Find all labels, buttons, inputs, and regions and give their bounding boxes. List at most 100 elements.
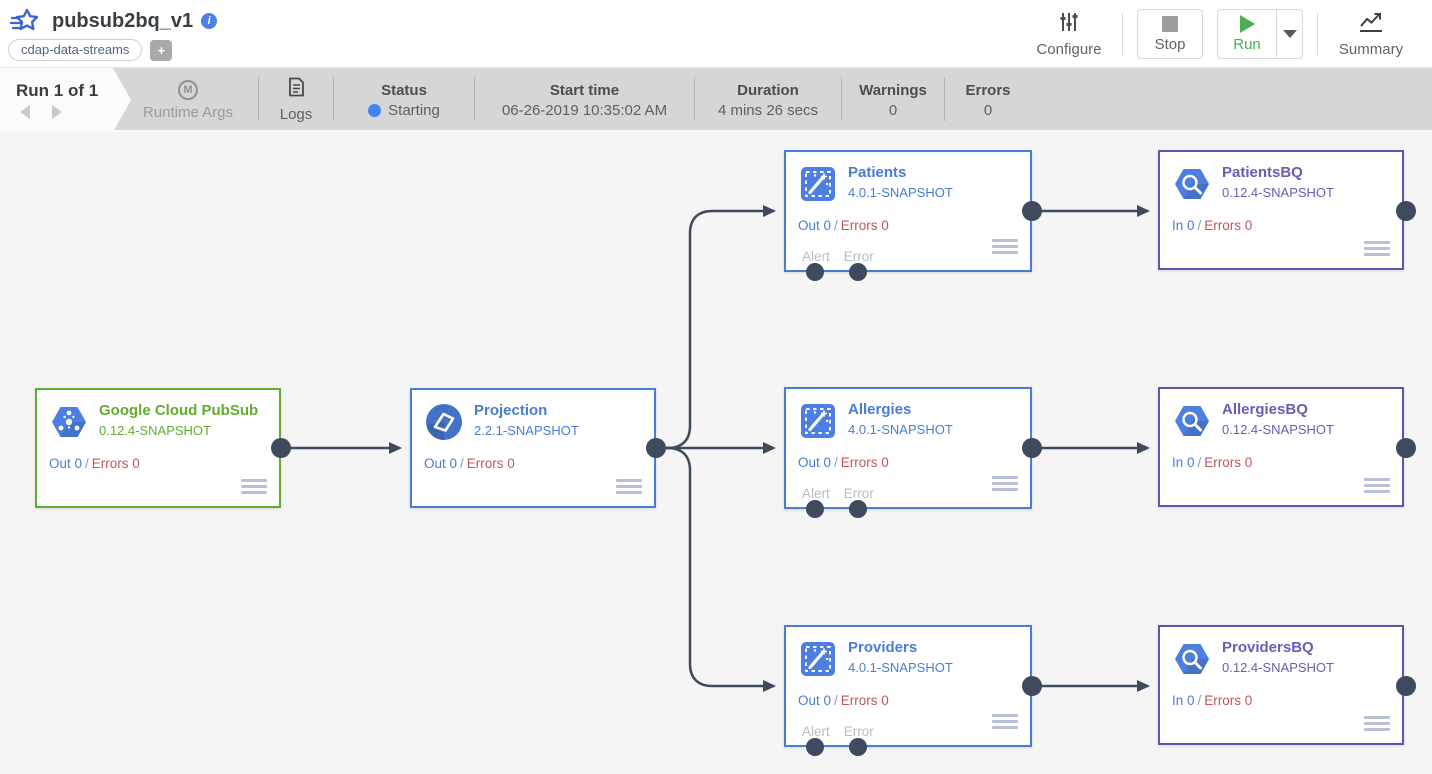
runbar-divider [694,77,695,121]
pipeline-node-patientsbq[interactable]: PatientsBQ 0.12.4-SNAPSHOT In 0/Errors 0 [1158,150,1404,270]
node-metrics[interactable]: Out 0/Errors 0 [798,693,889,708]
stop-button[interactable]: Stop [1137,9,1203,59]
logs-button[interactable]: Logs [280,77,312,123]
stop-icon [1162,15,1178,32]
add-tag-button[interactable]: + [150,39,173,61]
error-records-metric: Errors 0 [1204,693,1253,708]
node-metrics[interactable]: In 0/Errors 0 [1172,455,1253,470]
connection-projection-providers [656,446,776,692]
node-version: 2.2.1-SNAPSHOT [474,423,579,438]
header-divider [1122,13,1123,55]
node-metrics[interactable]: Out 0/Errors 0 [798,455,889,470]
run-split-button: Run [1217,9,1303,59]
node-menu-icon[interactable] [1364,478,1390,493]
out-records-metric: Out 0 [424,456,458,471]
bigquery-hexagon-icon [1172,164,1212,204]
runtime-args-label: Runtime Args [142,103,234,121]
node-title: Projection [474,402,548,419]
node-metrics[interactable]: Out 0/Errors 0 [49,456,140,471]
node-menu-icon[interactable] [616,479,642,494]
node-metrics[interactable]: In 0/Errors 0 [1172,218,1253,233]
chevron-down-icon [1282,30,1297,38]
out-records-metric: Out 0 [49,456,83,471]
node-title: ProvidersBQ [1222,639,1314,656]
run-button[interactable]: Run [1218,10,1276,58]
projection-icon [424,402,464,442]
node-version: 4.0.1-SNAPSHOT [848,422,953,437]
node-title: PatientsBQ [1222,164,1303,181]
node-menu-icon[interactable] [992,239,1018,254]
in-records-metric: In 0 [1172,218,1195,233]
configure-button[interactable]: Configure [1030,11,1108,58]
node-menu-icon[interactable] [992,714,1018,729]
summary-button[interactable]: Summary [1332,11,1410,58]
status-value: Starting [388,101,440,119]
node-version: 0.12.4-SNAPSHOT [99,423,211,438]
error-records-metric: Errors 0 [840,693,889,708]
bigquery-hexagon-icon [1172,401,1212,441]
pipeline-canvas[interactable]: Google Cloud PubSub 0.12.4-SNAPSHOT Out … [0,132,1432,772]
connection-projection-patients [656,205,776,450]
runbar-divider [944,77,945,121]
status-label: Status [381,81,427,99]
error-port-label: Error [843,249,874,264]
macro-icon: M [177,79,198,100]
out-records-metric: Out 0 [798,693,832,708]
tag-pill[interactable]: cdap-data-streams [8,39,143,61]
next-run-icon[interactable] [52,105,62,119]
pipeline-node-allergiesbq[interactable]: AllergiesBQ 0.12.4-SNAPSHOT In 0/Errors … [1158,387,1404,507]
out-records-metric: Out 0 [798,455,832,470]
node-menu-icon[interactable] [1364,716,1390,731]
node-metrics[interactable]: In 0/Errors 0 [1172,693,1253,708]
node-version: 0.12.4-SNAPSHOT [1222,185,1334,200]
pubsub-hexagon-icon [49,402,89,442]
app-header: pubsub2bq_v1 i cdap-data-streams + Confi… [0,0,1432,68]
pipeline-node-allergies[interactable]: Allergies 4.0.1-SNAPSHOT Out 0/Errors 0 … [784,387,1032,509]
pipeline-node-google-cloud-pubsub[interactable]: Google Cloud PubSub 0.12.4-SNAPSHOT Out … [35,388,281,508]
run-counter: Run 1 of 1 [16,81,99,100]
error-records-metric: Errors 0 [1204,218,1253,233]
run-options-dropdown[interactable] [1276,10,1302,58]
errors-label: Errors [965,81,1011,99]
run-selector: Run 1 of 1 [0,68,131,132]
start-time-value: 06-26-2019 10:35:02 AM [501,101,668,119]
alert-port-label: Alert [802,249,830,264]
node-title: Allergies [848,401,912,418]
play-icon [1239,15,1255,33]
duration-label: Duration [737,81,799,99]
node-menu-icon[interactable] [992,476,1018,491]
errors-value: 0 [983,101,993,119]
node-title: Patients [848,164,907,181]
wrangler-icon [798,164,838,204]
runbar-divider [333,77,334,121]
pipeline-node-patients[interactable]: Patients 4.0.1-SNAPSHOT Out 0/Errors 0 A… [784,150,1032,272]
run-label: Run [1233,36,1261,53]
node-menu-icon[interactable] [241,479,267,494]
node-menu-icon[interactable] [1364,241,1390,256]
runtime-args-button[interactable]: M Runtime Args [142,79,234,121]
error-records-metric: Errors 0 [840,455,889,470]
wrangler-icon [798,401,838,441]
header-divider [1317,13,1318,55]
error-port-label: Error [843,724,874,739]
info-icon[interactable]: i [201,13,218,29]
node-metrics[interactable]: Out 0/Errors 0 [798,218,889,233]
line-chart-icon [1358,11,1384,38]
runbar-divider [258,77,259,121]
runbar-divider [841,77,842,121]
bigquery-hexagon-icon [1172,639,1212,679]
warnings-value: 0 [888,101,898,119]
alert-port-label: Alert [802,724,830,739]
warnings-label: Warnings [859,81,927,99]
stop-label: Stop [1154,35,1186,53]
runbar-divider [474,77,475,121]
node-metrics[interactable]: Out 0/Errors 0 [424,456,515,471]
pipeline-node-providersbq[interactable]: ProvidersBQ 0.12.4-SNAPSHOT In 0/Errors … [1158,625,1404,745]
pipeline-node-providers[interactable]: Providers 4.0.1-SNAPSHOT Out 0/Errors 0 … [784,625,1032,747]
node-version: 0.12.4-SNAPSHOT [1222,660,1334,675]
pipeline-node-projection[interactable]: Projection 2.2.1-SNAPSHOT Out 0/Errors 0 [410,388,656,508]
node-version: 4.0.1-SNAPSHOT [848,185,953,200]
previous-run-icon[interactable] [20,105,30,119]
wrangler-icon [798,639,838,679]
out-records-metric: Out 0 [798,218,832,233]
